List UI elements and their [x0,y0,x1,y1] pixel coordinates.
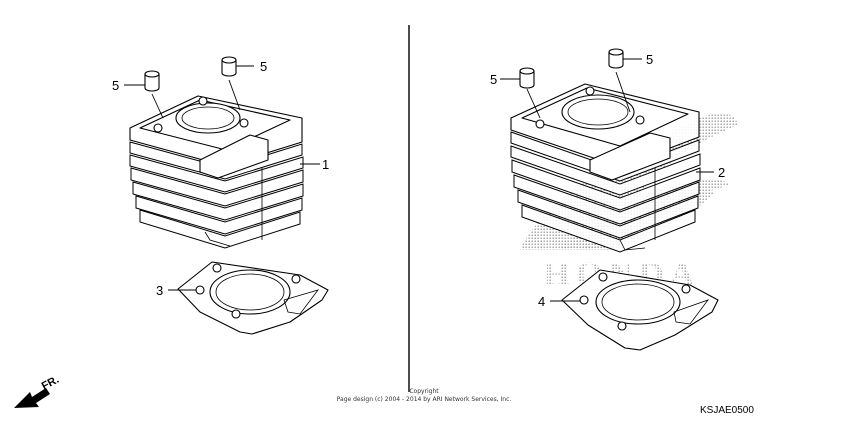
callout-5-left-a: 5 [112,78,119,93]
cylinder-right [510,83,701,253]
gasket-left [177,261,329,335]
dowel-pin-right-b [608,48,624,69]
callout-5-right-a: 5 [490,72,497,87]
front-direction-label: FR. [40,374,61,393]
diagram-code: KSJAE0500 [700,405,754,416]
callout-4: 4 [538,294,545,309]
copyright-line-2: Page design (c) 2004 - 2014 by ARI Netwo… [337,396,512,403]
callout-2: 2 [718,165,725,180]
dowel-pin-right-a [519,67,535,89]
callout-1: 1 [322,157,329,172]
callout-3: 3 [156,283,163,298]
callout-5-left-b: 5 [260,59,267,74]
copyright-line-1: Copyright [409,388,439,395]
callout-5-right-b: 5 [646,52,653,67]
cylinder-left [129,95,304,249]
dowel-pin-left-a [144,70,160,92]
dowel-pin-left-b [221,56,237,77]
gasket-right [561,269,719,351]
front-direction-arrow-icon [14,388,50,408]
